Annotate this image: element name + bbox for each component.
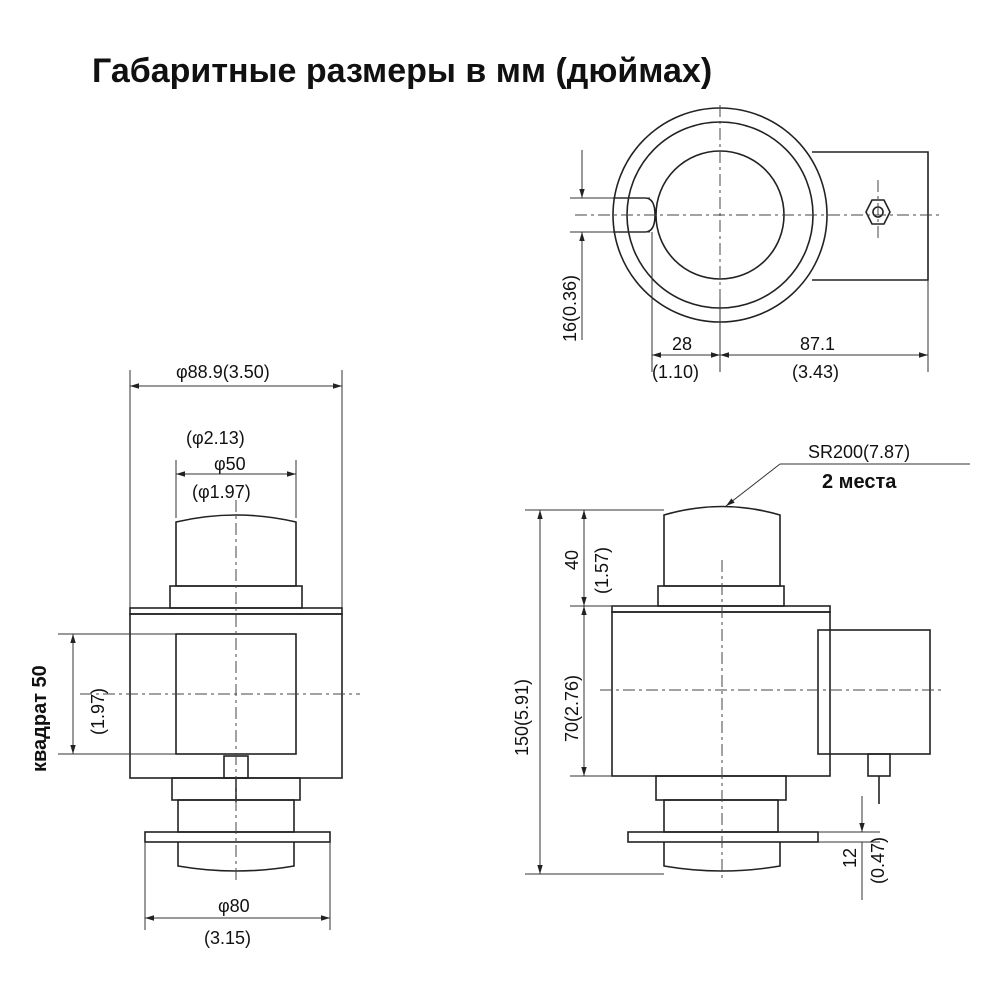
dim-80: φ80 xyxy=(218,896,250,916)
dim-213: (φ2.13) xyxy=(186,428,245,448)
dim-87-in: (3.43) xyxy=(792,362,839,382)
dim-80-in: (3.15) xyxy=(204,928,251,948)
dim-28-in: (1.10) xyxy=(652,362,699,382)
dim-16: 16(0.36) xyxy=(560,275,580,342)
side-body xyxy=(611,611,831,777)
top-view-nut xyxy=(865,199,891,225)
dim-12: 12 xyxy=(840,848,860,868)
top-view-bracket xyxy=(812,151,929,281)
dim-50: φ50 xyxy=(214,454,246,474)
dim-square-in: (1.97) xyxy=(88,688,108,735)
dim-70: 70(2.76) xyxy=(562,675,582,742)
front-top-cap xyxy=(175,514,297,587)
dim-square: квадрат 50 xyxy=(29,665,51,772)
dim-outer-diameter: φ88.9(3.50) xyxy=(176,362,270,382)
side-base-plate xyxy=(627,831,819,843)
dim-150: 150(5.91) xyxy=(512,679,532,756)
dim-12-in: (0.47) xyxy=(868,837,888,884)
dim-197: (φ1.97) xyxy=(192,482,251,502)
page-title: Габаритные размеры в мм (дюймах) xyxy=(92,52,712,90)
front-view: φ88.9(3.50) (φ2.13) φ50 (φ1.97) квадрат … xyxy=(29,362,360,948)
side-junction-box xyxy=(817,629,931,755)
dim-28: 28 xyxy=(672,334,692,354)
front-base-plate xyxy=(144,831,331,843)
dim-40-in: (1.57) xyxy=(592,547,612,594)
dim-87: 87.1 xyxy=(800,334,835,354)
dim-sr: SR200(7.87) xyxy=(808,442,910,462)
top-view: 16(0.36) 28 (1.10) 87.1 (3.43) xyxy=(560,105,940,382)
side-view: SR200(7.87) 2 места 150(5.91) 40 (1. xyxy=(512,442,970,900)
dim-sr-note: 2 места xyxy=(822,471,897,493)
side-top-cap xyxy=(663,505,781,587)
dim-40: 40 xyxy=(562,550,582,570)
